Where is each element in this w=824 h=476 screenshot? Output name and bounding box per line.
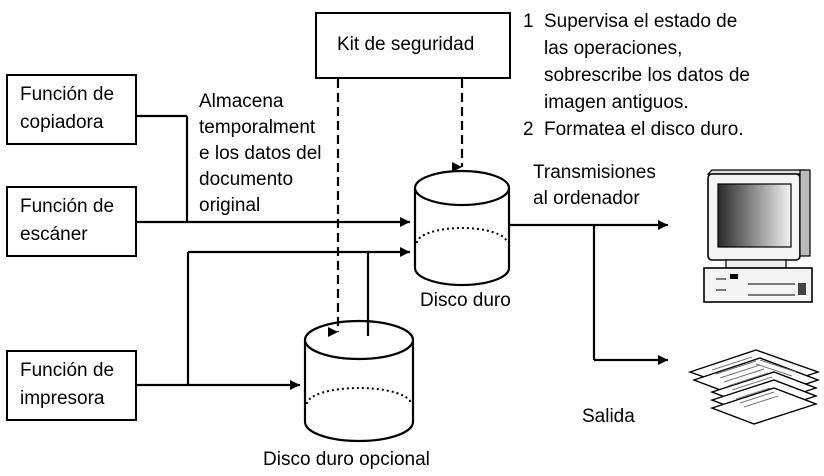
computer-icon [703,169,813,303]
printer-function-box: Función de impresora [6,350,137,421]
note1-number: 1 [523,11,534,32]
copier-function-box: Función de copiadora [6,74,137,145]
note1-line3: sobrescribe los datos de [544,65,750,86]
hard-disk-label: Disco duro [420,290,511,311]
note1-line1: Supervisa el estado de [544,11,738,32]
note1-line2: las operaciones, [544,38,683,59]
security-kit-box: Kit de seguridad [315,12,511,79]
scanner-function-box: Función de escáner [6,186,137,257]
optional-hard-disk-icon [303,319,415,443]
scanner-label-line1: Función de [20,196,115,217]
note2-line1: Formatea el disco duro. [544,119,744,140]
scanner-label-line2: escáner [20,224,88,245]
store-line3: e los datos del [199,143,322,164]
copier-label-line2: copiadora [20,112,104,133]
transmit-label-line1: Transmisiones [533,162,656,183]
hard-disk-icon [413,169,511,287]
store-line2: temporalment [199,117,316,138]
printer-label-line2: impresora [20,388,105,409]
optional-hard-disk-label: Disco duro opcional [263,449,430,470]
security-kit-label: Kit de seguridad [337,34,475,55]
copier-label-line1: Función de [20,84,115,105]
store-line1: Almacena [199,91,284,112]
transmit-label-line2: al ordenador [533,188,640,209]
output-label: Salida [582,406,635,427]
printed-pages-icon [687,349,821,425]
store-line4: documento [199,169,294,190]
note1-line4: imagen antiguos. [544,92,689,113]
store-line5: original [199,195,261,216]
note2-number: 2 [523,119,534,140]
printer-label-line1: Función de [20,360,115,381]
